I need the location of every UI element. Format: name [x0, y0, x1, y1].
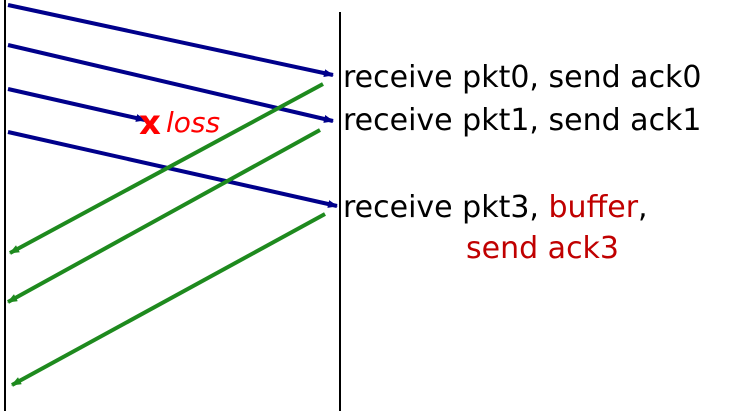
event-text: receive pkt3, — [343, 190, 549, 225]
loss-marker-icon: x — [139, 103, 161, 143]
ack3-arrow — [11, 212, 326, 387]
event-receive-pkt3: receive pkt3, buffer, — [343, 193, 648, 223]
loss-label: loss — [166, 106, 221, 139]
event-highlight-send-ack3: send ack3 — [466, 231, 620, 266]
event-receive-pkt1: receive pkt1, send ack1 — [343, 106, 702, 136]
event-send-ack3: send ack3 — [466, 234, 619, 264]
event-suffix: , — [638, 190, 648, 225]
event-highlight-buffer: buffer — [548, 190, 639, 225]
event-text: receive pkt1, send ack1 — [343, 103, 702, 138]
pkt0-arrow — [7, 3, 334, 78]
event-receive-pkt0: receive pkt0, send ack0 — [343, 63, 702, 93]
pkt3-arrow — [7, 130, 338, 208]
ack1-arrow — [7, 128, 321, 304]
event-text: receive pkt0, send ack0 — [343, 60, 702, 95]
pkt2-arrow-lost — [7, 87, 146, 122]
ack0-arrow — [9, 82, 324, 255]
